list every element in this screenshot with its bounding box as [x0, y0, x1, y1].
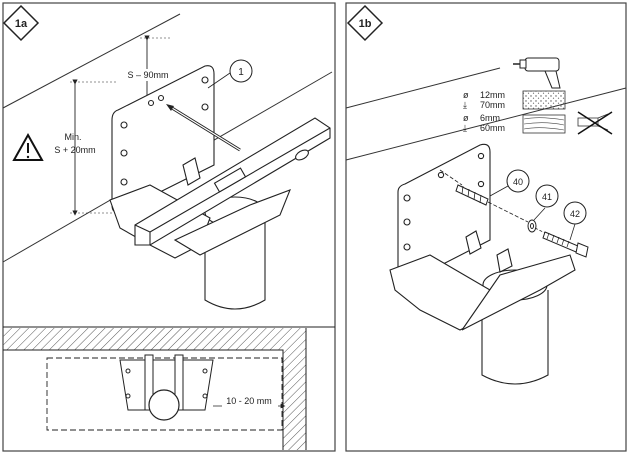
callout-42: 42: [563, 201, 587, 241]
svg-text:6mm: 6mm: [480, 113, 500, 123]
drill-spec-large: ø 12mm ⤓ 70mm: [463, 90, 505, 110]
bracket-mount: [109, 65, 331, 310]
washer-41: [527, 219, 537, 233]
svg-text:⤓: ⤓: [463, 123, 467, 133]
pencil-icon: [166, 104, 241, 152]
callout-41: 41: [533, 184, 559, 221]
top-view-section: 10 - 20 mm: [3, 326, 335, 450]
drill-spec-small: ø 6mm ⤓ 60mm: [463, 113, 505, 133]
step-label-1b: 1b: [359, 18, 372, 30]
step-badge-1a: 1a: [2, 4, 40, 42]
panel-1b: 1b ø 12mm ⤓ 70mm ø 6mm ⤓ 60mm: [345, 2, 627, 452]
svg-text:41: 41: [542, 192, 552, 202]
svg-text:1: 1: [238, 67, 244, 78]
panel-1a: 1a Min. S + 20mm S – 90mm: [2, 2, 336, 452]
dim-offset-label: S – 90mm: [127, 70, 168, 80]
bolt-42: [534, 227, 589, 258]
warning-triangle-icon: [12, 132, 44, 161]
power-drill-icon: [513, 57, 561, 89]
dimension-min-height: Min. S + 20mm: [54, 79, 120, 216]
svg-text:ø: ø: [463, 113, 469, 123]
svg-text:70mm: 70mm: [480, 100, 505, 110]
step-badge-1b: 1b: [346, 4, 384, 42]
concrete-texture-icon: [522, 90, 566, 110]
anchor-plug-40: [439, 169, 529, 223]
dim-min-label: Min.: [64, 132, 81, 142]
no-plug-icon: [577, 111, 613, 135]
dim-gap-label: 10 - 20 mm: [226, 396, 272, 406]
wood-texture-icon: [522, 114, 566, 134]
callout-40: 40: [489, 169, 530, 197]
svg-text:42: 42: [570, 209, 580, 219]
dim-min-value: S + 20mm: [54, 145, 95, 155]
svg-text:⤓: ⤓: [463, 100, 467, 110]
svg-text:60mm: 60mm: [480, 123, 505, 133]
callout-part-1: 1: [207, 59, 253, 89]
bracket-mount-b: [389, 143, 576, 385]
svg-text:40: 40: [513, 177, 523, 187]
step-label-1a: 1a: [15, 18, 28, 30]
svg-text:ø: ø: [463, 90, 469, 100]
svg-text:12mm: 12mm: [480, 90, 505, 100]
